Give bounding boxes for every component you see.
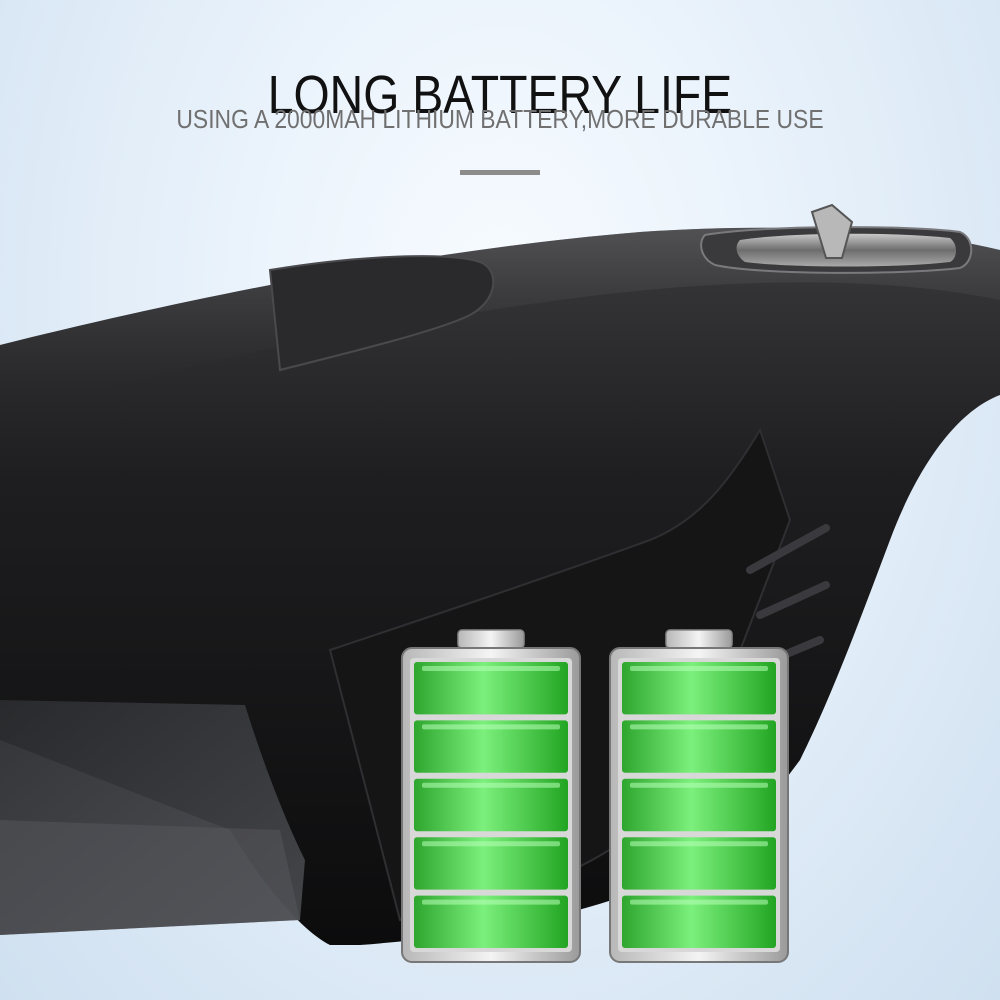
battery-segment [414,837,568,890]
battery-segment [414,720,568,773]
battery-segment [622,662,776,715]
battery-segment [622,895,776,948]
battery-segment [622,720,776,773]
page-title: LONG BATTERY LIFE [267,65,733,126]
battery-segment-highlight [630,782,768,788]
battery-segment-highlight [422,899,560,905]
battery-segment-highlight [422,666,560,671]
battery-segment-highlight [630,841,768,847]
vacuum-nozzle [0,700,305,935]
battery-segment-highlight [422,782,560,788]
battery-full-icon [401,629,581,963]
power-button [700,203,973,274]
battery-segment-highlight [422,724,560,730]
battery-segment [622,837,776,890]
battery-segment-highlight [422,841,560,847]
battery-segment-highlight [630,899,768,905]
battery-segment [622,778,776,832]
title-divider [460,170,540,175]
battery-segment-highlight [630,666,768,671]
battery-segment [414,778,568,832]
battery-segment-highlight [630,724,768,730]
page-subtitle: USING A 2000MAH LITHIUM BATTERY,MORE DUR… [176,104,824,134]
battery-full-icon [609,629,789,963]
battery-segment [414,662,568,715]
battery-segment [414,895,568,948]
